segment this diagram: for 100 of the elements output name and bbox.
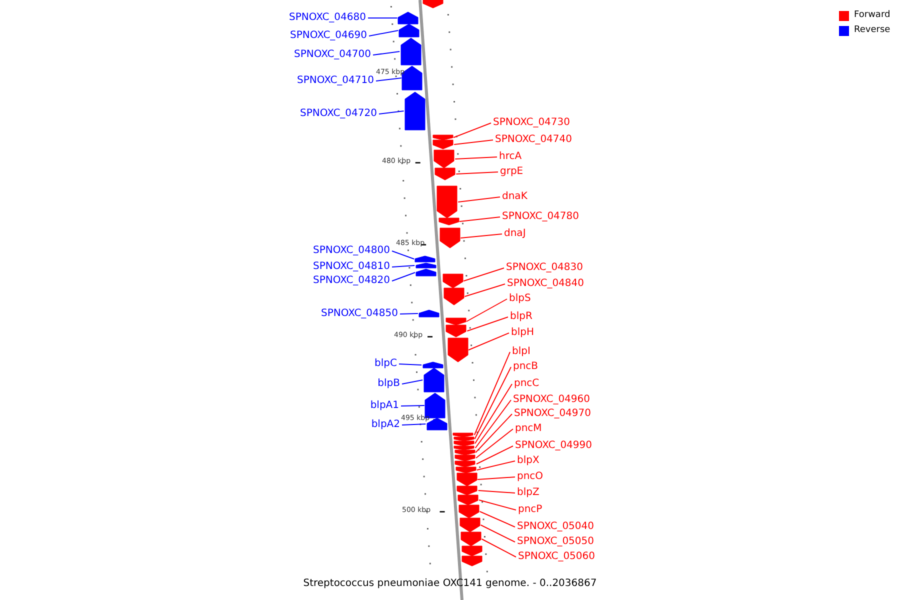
gene-feature-block <box>458 505 479 518</box>
leader-line <box>398 364 422 366</box>
gene-feature-block <box>454 441 474 446</box>
gene-label: dnaK <box>502 191 528 203</box>
gene-feature-block <box>444 288 464 305</box>
leader-line <box>392 250 415 260</box>
gene-label: SPNOXC_04990 <box>515 440 592 452</box>
leader-line <box>400 313 418 314</box>
gene-feature-block <box>460 532 481 546</box>
leader-line <box>372 51 400 56</box>
gene-label: blpA1 <box>370 400 399 412</box>
leader-line <box>476 428 514 458</box>
gene-label: SPNOXC_04690 <box>290 30 367 42</box>
leader-line <box>474 384 512 444</box>
gene-feature-block <box>456 473 477 486</box>
gene-feature-block <box>454 450 475 455</box>
caption: Streptococcus pneumoniae OXC141 genome. - 0..2036867 <box>302 578 598 590</box>
gene-label: SPNOXC_04800 <box>312 245 390 257</box>
leader-line <box>400 405 425 406</box>
gene-label: pncB <box>513 361 538 373</box>
legend-label: Forward <box>854 10 890 21</box>
leader-line <box>392 272 416 282</box>
leader-line <box>456 172 498 174</box>
gene-label: blpR <box>510 311 532 323</box>
gene-label: SPNOXC_04850 <box>320 308 398 320</box>
leader-line <box>454 140 494 145</box>
leader-line <box>463 268 504 282</box>
leader-line <box>454 156 498 160</box>
gene-feature-block <box>455 455 476 461</box>
gene-label: blpA2 <box>371 419 400 431</box>
gene-feature-block <box>446 318 466 325</box>
leader-line <box>477 476 516 480</box>
leader-line <box>460 234 502 238</box>
gene-feature-block <box>398 12 418 24</box>
gene-label: SPNOXC_04700 <box>294 49 371 61</box>
gene-label: blpI <box>512 346 530 358</box>
leader-line <box>476 460 516 470</box>
gene-feature-block <box>440 228 460 248</box>
leader-line <box>466 298 508 322</box>
leader-line <box>478 500 516 510</box>
leader-line <box>466 316 508 332</box>
leader-line <box>474 352 510 436</box>
gene-feature-block <box>435 168 456 180</box>
gene-label: grpE <box>500 166 524 178</box>
gene-label: blpZ <box>517 487 540 499</box>
gene-label: SPNOXC_04970 <box>514 408 592 420</box>
gene-feature-block <box>453 433 474 437</box>
gene-label: SPNOXC_04710 <box>296 75 374 87</box>
gene-feature-block <box>462 556 482 566</box>
gene-label: pncO <box>517 471 544 483</box>
gene-label: SPNOXC_04840 <box>507 278 584 290</box>
gene-label: SPNOXC_05040 <box>517 521 594 533</box>
gene-feature-block <box>457 486 478 495</box>
gene-label: dnaJ <box>504 228 526 240</box>
gene-label: SPNOXC_04810 <box>312 261 390 273</box>
gene-label: pncM <box>515 423 542 435</box>
gene-label: blpB <box>378 378 400 390</box>
leader-line <box>458 196 500 202</box>
gene-feature-block <box>415 256 436 262</box>
gene-feature-block <box>458 495 478 505</box>
gene-label: SPNOXC_04680 <box>288 12 366 24</box>
gene-label: SPNOXC_04730 <box>493 117 570 129</box>
gene-label: SPNOXC_04720 <box>300 108 377 120</box>
leader-line <box>480 524 516 542</box>
gene-label: pncC <box>514 378 540 390</box>
leader-line <box>378 110 404 114</box>
gene-feature-block <box>423 0 444 8</box>
gene-feature-block <box>448 338 468 362</box>
gene-feature-block <box>462 546 482 556</box>
leader-line <box>474 366 512 440</box>
leader-line <box>479 511 516 528</box>
gene-label: blpH <box>511 327 534 339</box>
leader-line <box>476 446 514 464</box>
leader-line <box>392 265 416 268</box>
gene-label: SPNOXC_04740 <box>495 134 572 146</box>
gene-label: blpX <box>517 455 540 467</box>
gene-label: SPNOXC_05050 <box>517 536 594 548</box>
gene-feature-block <box>454 437 474 441</box>
gene-label: SPNOXC_05060 <box>518 551 596 563</box>
gene-feature-block <box>460 518 480 532</box>
leader-line <box>475 414 512 453</box>
gene-label: blpC <box>374 358 397 370</box>
gene-label: SPNOXC_04960 <box>513 394 590 406</box>
gene-feature-block <box>454 446 474 450</box>
leader-line <box>402 380 424 384</box>
leader-line <box>368 30 399 36</box>
gene-label: pncP <box>518 504 542 516</box>
gene-feature-block <box>455 461 476 467</box>
gene-feature-block <box>418 310 439 317</box>
gene-feature-block <box>416 269 436 276</box>
leader-line <box>402 424 426 426</box>
gene-label: hrcA <box>499 151 522 163</box>
gene-feature-block <box>434 150 454 168</box>
gene-label: blpS <box>509 293 531 305</box>
leader-line <box>481 538 516 558</box>
leader-line <box>453 122 492 138</box>
gene-feature-block <box>400 38 421 65</box>
leader-line <box>464 284 506 297</box>
leader-line <box>376 78 402 82</box>
gene-feature-block <box>442 274 463 288</box>
